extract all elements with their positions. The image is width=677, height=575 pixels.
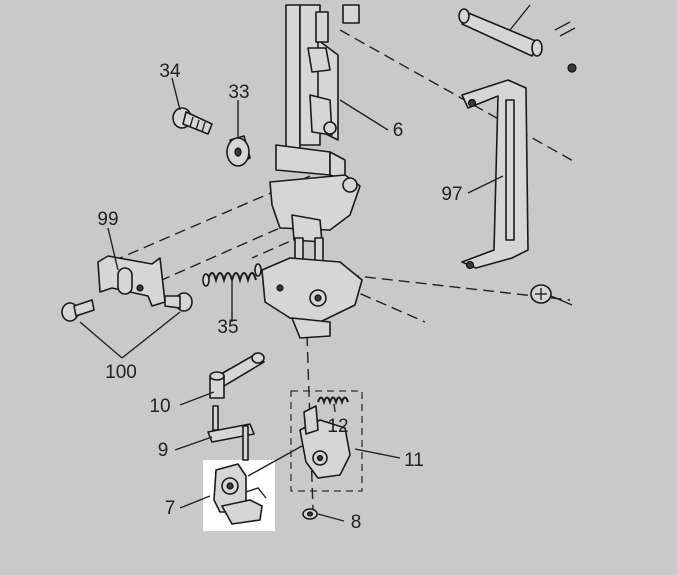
assembly-dash-lines bbox=[119, 29, 576, 511]
label-10: 10 bbox=[149, 396, 170, 417]
spring-12 bbox=[317, 396, 349, 406]
label-6: 6 bbox=[393, 120, 404, 141]
label-97: 97 bbox=[441, 184, 462, 205]
bracket-97 bbox=[461, 79, 529, 270]
label-12: 12 bbox=[327, 416, 348, 437]
lever-10 bbox=[209, 352, 265, 399]
label-33: 33 bbox=[228, 82, 249, 103]
part-labels: 34 33 6 99 97 35 100 10 12 11 9 7 8 bbox=[97, 61, 462, 533]
label-100: 100 bbox=[105, 362, 137, 383]
label-99: 99 bbox=[97, 209, 118, 230]
lever-9 bbox=[207, 405, 255, 461]
bracket-99 bbox=[97, 255, 166, 307]
label-7: 7 bbox=[165, 498, 176, 519]
roller-33 bbox=[226, 135, 251, 167]
label-11: 11 bbox=[404, 450, 424, 471]
screw-34 bbox=[172, 107, 213, 135]
part-11 bbox=[299, 405, 351, 479]
top-rod bbox=[458, 4, 577, 73]
needle-bar-assembly bbox=[261, 4, 363, 339]
label-35: 35 bbox=[217, 317, 238, 338]
screws-100 bbox=[61, 292, 193, 322]
screw-bracket-97 bbox=[530, 284, 573, 306]
spring-35 bbox=[202, 263, 262, 287]
group-box-11 bbox=[290, 390, 363, 492]
label-34: 34 bbox=[159, 61, 181, 82]
label-8: 8 bbox=[351, 512, 362, 533]
washer-8 bbox=[302, 508, 318, 520]
leader-lines bbox=[79, 77, 504, 522]
label-9: 9 bbox=[158, 440, 169, 461]
part-7 bbox=[213, 445, 303, 525]
